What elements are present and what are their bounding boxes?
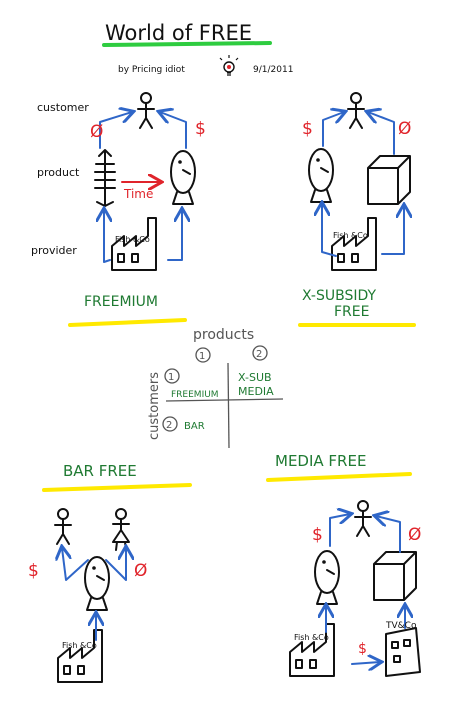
product-two: 2 bbox=[256, 349, 262, 360]
diagram-xsubsidy: $ Ø Fish &Co bbox=[302, 92, 411, 271]
lightbulb-icon bbox=[219, 55, 239, 76]
fish-bones-icon bbox=[94, 149, 116, 207]
fish-icon bbox=[308, 148, 334, 203]
label-provider: provider bbox=[31, 244, 77, 257]
cell-xsub: X-SUB bbox=[238, 371, 272, 384]
cell-freemium: FREEMIUM bbox=[171, 390, 219, 400]
provider-name: Fish &Co bbox=[62, 641, 97, 650]
section-xsubsidy-line2: FREE bbox=[334, 304, 369, 320]
page-title: World of FREE bbox=[105, 21, 252, 45]
factory-icon bbox=[111, 217, 157, 271]
free-symbol: Ø bbox=[134, 561, 147, 581]
diagram-media-free: $ Ø $ TV&Co Fish &Co bbox=[289, 500, 421, 677]
fish-icon bbox=[314, 550, 340, 605]
customer-icon bbox=[137, 92, 155, 129]
price-symbol: $ bbox=[28, 561, 39, 581]
section-xsubsidy-line1: X-SUBSIDY bbox=[302, 288, 376, 304]
customers-label: customers bbox=[147, 372, 162, 440]
diagram-bar-free: $ Ø Fish &Co bbox=[28, 508, 147, 683]
label-product: product bbox=[37, 166, 80, 179]
matrix: products 1 2 customers 1 2 FREEMIUM X-SU… bbox=[147, 327, 284, 449]
tv-building-icon bbox=[385, 627, 421, 677]
price-symbol: $ bbox=[302, 119, 313, 139]
fish-icon bbox=[170, 150, 196, 205]
highlight-freemium bbox=[68, 318, 187, 327]
factory-icon bbox=[289, 623, 335, 677]
cell-media: MEDIA bbox=[238, 385, 274, 398]
section-freemium: FREEMIUM bbox=[84, 294, 158, 310]
provider-name: Fish &Co bbox=[294, 633, 329, 642]
customer-female-icon bbox=[112, 508, 130, 551]
products-label: products bbox=[193, 327, 254, 343]
label-customer: customer bbox=[37, 101, 89, 114]
free-symbol: Ø bbox=[408, 525, 421, 545]
box-icon bbox=[367, 155, 411, 205]
factory-icon bbox=[331, 217, 377, 271]
diagram-freemium: Ø $ Time Fish &Co bbox=[90, 92, 206, 271]
section-media-free: MEDIA FREE bbox=[275, 452, 366, 470]
free-symbol: Ø bbox=[398, 119, 411, 139]
customer-one: 1 bbox=[168, 372, 174, 383]
product-one: 1 bbox=[199, 351, 205, 362]
customer-icon bbox=[54, 508, 72, 545]
highlight-bar bbox=[42, 483, 192, 492]
box-icon bbox=[373, 551, 417, 601]
price-symbol-ad: $ bbox=[358, 641, 367, 657]
price-symbol: $ bbox=[312, 525, 323, 545]
highlight-media bbox=[266, 472, 412, 482]
price-symbol: $ bbox=[195, 119, 206, 139]
provider-name: Fish &Co bbox=[115, 235, 150, 244]
date: 9/1/2011 bbox=[253, 65, 293, 75]
media-provider-name: TV&Co bbox=[385, 621, 417, 631]
customer-icon bbox=[347, 92, 365, 129]
customer-icon bbox=[354, 500, 372, 537]
section-bar-free: BAR FREE bbox=[63, 462, 137, 480]
byline: by Pricing idiot bbox=[118, 65, 185, 75]
title-underline bbox=[102, 41, 272, 47]
time-label: Time bbox=[123, 187, 153, 201]
fish-icon bbox=[84, 556, 110, 611]
cell-bar: BAR bbox=[184, 421, 205, 432]
customer-two: 2 bbox=[166, 420, 172, 431]
provider-name: Fish &Co bbox=[333, 231, 368, 240]
free-symbol: Ø bbox=[90, 122, 103, 142]
